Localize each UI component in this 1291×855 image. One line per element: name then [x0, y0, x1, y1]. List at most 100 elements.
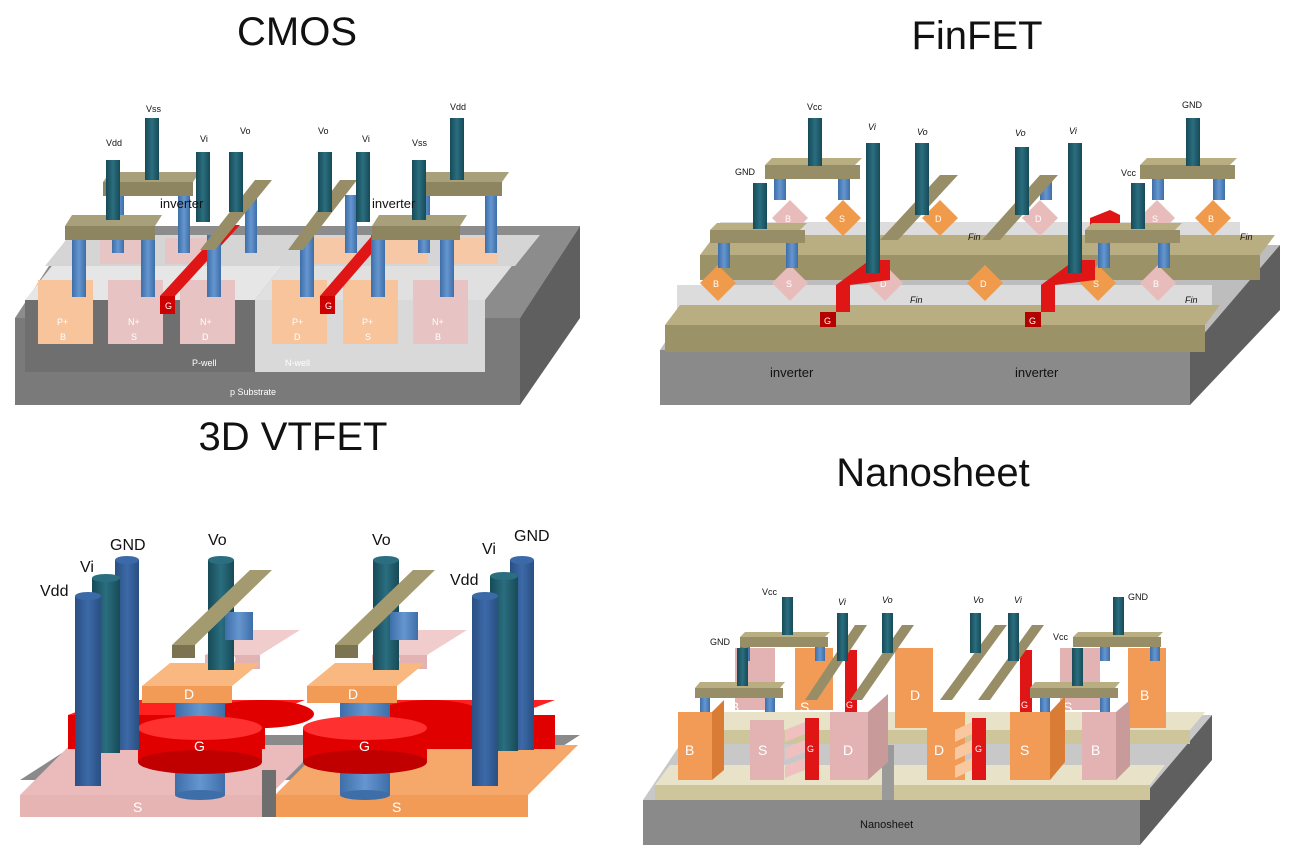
nanosheet-metal-bar	[940, 625, 1007, 700]
finfet-pillar-vi	[866, 143, 880, 273]
finfet-pin-label: Vo	[917, 127, 928, 137]
cmos-region-label: D	[202, 332, 209, 342]
vtfet-contact	[390, 612, 418, 640]
finfet-terminal-label: S	[839, 214, 845, 224]
cmos-metal-bar	[65, 226, 155, 240]
nanosheet-pin-label: GND	[1128, 592, 1149, 602]
nanosheet-pin-label: Vi	[838, 597, 847, 607]
vtfet-drain-plate	[307, 686, 397, 703]
nanosheet-block	[1010, 712, 1050, 780]
finfet-terminal-diamond: S	[772, 265, 808, 301]
cmos-pillar-vo	[229, 152, 243, 212]
nanosheet-pillar-gnd	[737, 648, 748, 686]
finfet-terminal-diamond: B	[1195, 200, 1231, 236]
finfet-terminal-label: D	[935, 214, 942, 224]
finfet-contact	[1213, 178, 1225, 200]
vtfet-pin-label: Vdd	[450, 572, 478, 589]
nanosheet-terminal-label: D	[934, 742, 944, 758]
nanosheet-pillar-gnd	[1113, 597, 1124, 635]
nanosheet-gate	[1020, 650, 1032, 712]
vtfet-panel: S S D D G G D	[20, 528, 580, 817]
vtfet-source-label: S	[392, 799, 401, 815]
cmos-metal-bar	[65, 215, 162, 226]
nanosheet-contact	[700, 694, 710, 712]
finfet-terminal-diamond: B	[1140, 265, 1176, 301]
finfet-terminal-label: B	[785, 214, 791, 224]
finfet-terminal-label: B	[713, 279, 719, 289]
nanosheet-contact	[765, 694, 775, 712]
nanosheet-contact	[815, 645, 825, 661]
cmos-region-label: P+	[292, 317, 303, 327]
nanosheet-pillar-vcc	[1072, 648, 1083, 686]
vtfet-gate-disc	[138, 750, 262, 774]
cmos-contact	[440, 235, 454, 297]
nanosheet-contact	[1040, 694, 1050, 712]
vtfet-gate-disc	[138, 716, 262, 740]
finfet-terminal-label: D	[880, 279, 887, 289]
vtfet-drain-plate	[307, 663, 425, 686]
cmos-region-label: N+	[200, 317, 212, 327]
nanosheet-block	[678, 712, 712, 780]
cmos-metal-bar	[372, 226, 460, 240]
vtfet-pin-label: Vo	[372, 532, 391, 549]
nanosheet-sheet	[955, 758, 972, 778]
cmos-metal-bar	[288, 180, 357, 250]
nanosheet-gate-label: G	[807, 744, 814, 754]
cmos-pillar-vdd	[106, 160, 120, 220]
nanosheet-block	[712, 700, 724, 780]
cmos-substrate-label: p Substrate	[230, 387, 276, 397]
cmos-contact	[245, 195, 257, 253]
cmos-metal-bar	[200, 180, 272, 250]
cmos-panel: P+ B N+ S N+ D P+ D P+ S N+ B P-well N-w…	[15, 102, 580, 405]
vtfet-metal-bar	[335, 570, 435, 645]
cmos-contact	[485, 195, 497, 253]
vtfet-pin-label: Vo	[208, 532, 227, 549]
nanosheet-terminal-label: B	[685, 742, 694, 758]
cmos-gate-label: G	[165, 301, 172, 311]
cmos-pin-label: Vi	[362, 134, 370, 144]
finfet-pillar-vi	[1068, 143, 1082, 273]
nanosheet-title: Nanosheet	[836, 451, 1030, 495]
finfet-terminal-label: B	[1208, 214, 1214, 224]
nanosheet-sheet	[785, 740, 805, 760]
finfet-substrate-right	[1190, 245, 1280, 405]
cmos-region-label: S	[131, 332, 137, 342]
nanosheet-substrate-right	[1140, 715, 1212, 845]
nanosheet-metal-bar	[850, 625, 914, 700]
vtfet-pin-label: Vi	[80, 559, 94, 576]
cmos-region-label: P+	[362, 317, 373, 327]
vtfet-pillar-vdd	[75, 596, 101, 786]
cmos-metal-bar	[412, 182, 502, 196]
finfet-contact	[1158, 240, 1170, 268]
finfet-fin-label: Fin	[1185, 295, 1198, 305]
nanosheet-terminal-label: B	[1091, 742, 1100, 758]
nanosheet-block	[1116, 700, 1130, 780]
nanosheet-terminal-label: S	[1063, 699, 1072, 715]
vtfet-pillar-gnd	[115, 556, 139, 564]
cmos-pin-label: Vss	[146, 104, 162, 114]
nanosheet-block	[750, 720, 784, 780]
nanosheet-pillar-vo	[882, 613, 893, 653]
cmos-pillar-vss	[145, 118, 159, 180]
finfet-terminal-label: S	[786, 279, 792, 289]
nanosheet-terminal-label: S	[758, 742, 767, 758]
finfet-gate	[1025, 312, 1041, 327]
cmos-contact	[345, 195, 357, 253]
nanosheet-block	[868, 694, 888, 780]
cmos-region-pplus-s	[343, 280, 398, 344]
nanosheet-pin-label: Vi	[1014, 595, 1023, 605]
nanosheet-pin-label: Vcc	[1053, 632, 1069, 642]
cmos-region-label: B	[60, 332, 66, 342]
finfet-pillar-vcc	[1131, 183, 1145, 229]
nanosheet-metal-bar	[740, 637, 828, 647]
cmos-pwell-label: P-well	[192, 358, 217, 368]
nanosheet-metal-bar	[1073, 637, 1161, 647]
finfet-fin-label: Fin	[910, 295, 923, 305]
finfet-pillar-gnd	[753, 183, 767, 229]
nanosheet-gate-label: G	[1021, 700, 1028, 710]
finfet-fin-label: Fin	[1240, 232, 1253, 242]
finfet-metal-bar	[1140, 165, 1235, 179]
cmos-substrate-right	[520, 226, 580, 405]
nanosheet-pin-label: GND	[710, 637, 731, 647]
finfet-panel: inverter inverter Fin Fin Fin Fin B S D …	[660, 100, 1280, 405]
